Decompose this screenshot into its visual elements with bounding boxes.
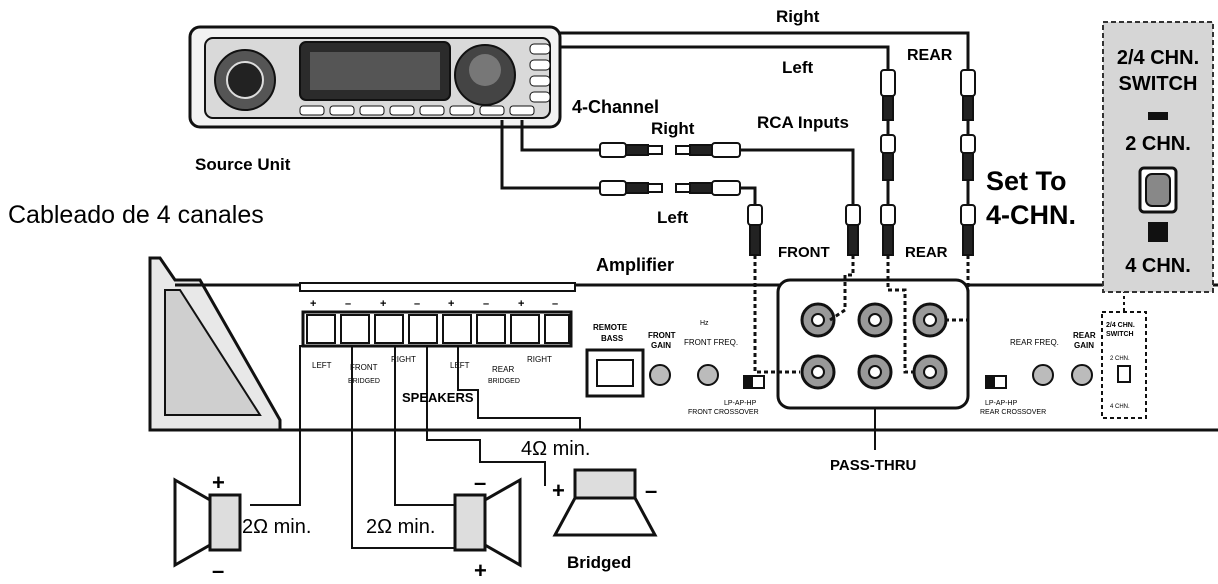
switch-4chn: 4 CHN. [1125, 255, 1191, 277]
switch-panel: 2/4 CHN. SWITCH 2 CHN. 4 CHN. [1102, 21, 1214, 293]
rca-jack-panel [753, 255, 970, 450]
label-amplifier: Amplifier [596, 255, 674, 275]
svg-text:SWITCH: SWITCH [1106, 331, 1134, 338]
svg-text:LP-AP-HP: LP-AP-HP [724, 400, 757, 407]
svg-text:FRONT CROSSOVER: FRONT CROSSOVER [688, 409, 759, 416]
svg-text:+: + [448, 298, 454, 310]
plus-bridged: + [552, 478, 565, 503]
label-left-mid: Left [657, 208, 689, 227]
minus-mid: – [474, 470, 486, 495]
label-right-top: Right [776, 7, 820, 26]
label-speakers: SPEAKERS [402, 390, 474, 405]
label-front: FRONT [778, 244, 830, 261]
svg-text:FRONT FREQ.: FRONT FREQ. [684, 338, 738, 347]
amp-bridged-label: BRIDGED [348, 378, 380, 385]
svg-text:–: – [552, 298, 558, 310]
minus-left: – [212, 558, 224, 583]
speaker-middle [453, 477, 522, 568]
speaker-wires [250, 345, 581, 549]
svg-text:4 CHN.: 4 CHN. [1110, 404, 1130, 410]
svg-text:REAR CROSSOVER: REAR CROSSOVER [980, 409, 1046, 416]
speaker-bridged [552, 468, 658, 537]
svg-text:GAIN: GAIN [651, 341, 671, 350]
svg-text:REAR: REAR [1073, 331, 1096, 340]
svg-text:REAR FREQ.: REAR FREQ. [1010, 338, 1059, 347]
label-left-top: Left [782, 58, 814, 77]
label-four-channel: 4-Channel [572, 97, 659, 117]
label-set-to-1: Set To [986, 166, 1067, 196]
label-imp-mid: 2Ω min. [366, 516, 435, 538]
page-title: Cableado de 4 canales [8, 201, 264, 229]
rear-controls: REAR FREQ. REAR GAIN LP-AP-HP REAR CROSS… [980, 331, 1096, 416]
label-rear-top: REAR [907, 47, 953, 64]
label-bridged: Bridged [567, 553, 631, 572]
amp-rear-label: REAR [492, 365, 514, 374]
rca-plugs-front [599, 142, 741, 196]
rca-plugs-vertical [747, 69, 976, 256]
amplifier [148, 256, 1218, 432]
svg-text:–: – [414, 298, 420, 310]
label-set-to-2: 4-CHN. [986, 200, 1076, 230]
svg-text:2 CHN.: 2 CHN. [1110, 356, 1130, 362]
front-controls: FRONT GAIN Hz FRONT FREQ. LP-AP-HP FRONT… [648, 320, 765, 416]
amp-bridged2-label: BRIDGED [488, 378, 520, 385]
svg-text:LP-AP-HP: LP-AP-HP [985, 400, 1018, 407]
switch-2chn: 2 CHN. [1125, 133, 1191, 155]
svg-text:FRONT: FRONT [648, 331, 676, 340]
source-unit [188, 25, 562, 129]
switch-title-2: SWITCH [1119, 73, 1198, 95]
remote-bass-port: REMOTE BASS [585, 323, 645, 398]
plus-mid: + [474, 558, 487, 583]
label-source-unit: Source Unit [195, 155, 291, 174]
svg-text:2/4 CHN.: 2/4 CHN. [1106, 322, 1135, 329]
svg-text:+: + [518, 298, 524, 310]
amp-left2-label: LEFT [450, 361, 470, 370]
label-imp-bridged: 4Ω min. [521, 438, 590, 460]
svg-text:–: – [483, 298, 489, 310]
label-rear: REAR [905, 244, 948, 261]
svg-text:REMOTE: REMOTE [593, 323, 628, 332]
amp-left-label: LEFT [312, 361, 332, 370]
amp-right2-label: RIGHT [527, 355, 552, 364]
svg-text:GAIN: GAIN [1074, 341, 1094, 350]
label-pass-thru: PASS-THRU [830, 457, 916, 474]
svg-text:BASS: BASS [601, 334, 624, 343]
label-rca-inputs: RCA Inputs [757, 113, 849, 132]
label-imp-left: 2Ω min. [242, 516, 311, 538]
rca-cables [500, 31, 970, 205]
label-right-mid: Right [651, 119, 695, 138]
svg-text:–: – [345, 298, 351, 310]
speaker-terminals: + – + – + – + – LEFT FRONT RIGHT BRIDGED… [301, 298, 573, 385]
svg-text:+: + [310, 298, 316, 310]
amp-chn-switch: 2/4 CHN. SWITCH 2 CHN. 4 CHN. [1101, 290, 1147, 419]
svg-text:Hz: Hz [700, 320, 709, 327]
speaker-left [173, 477, 242, 568]
switch-title-1: 2/4 CHN. [1117, 47, 1199, 69]
amp-right-label: RIGHT [391, 355, 416, 364]
amp-front-label: FRONT [350, 363, 378, 372]
minus-bridged: – [645, 478, 657, 503]
plus-left: + [212, 470, 225, 495]
svg-text:+: + [380, 298, 386, 310]
